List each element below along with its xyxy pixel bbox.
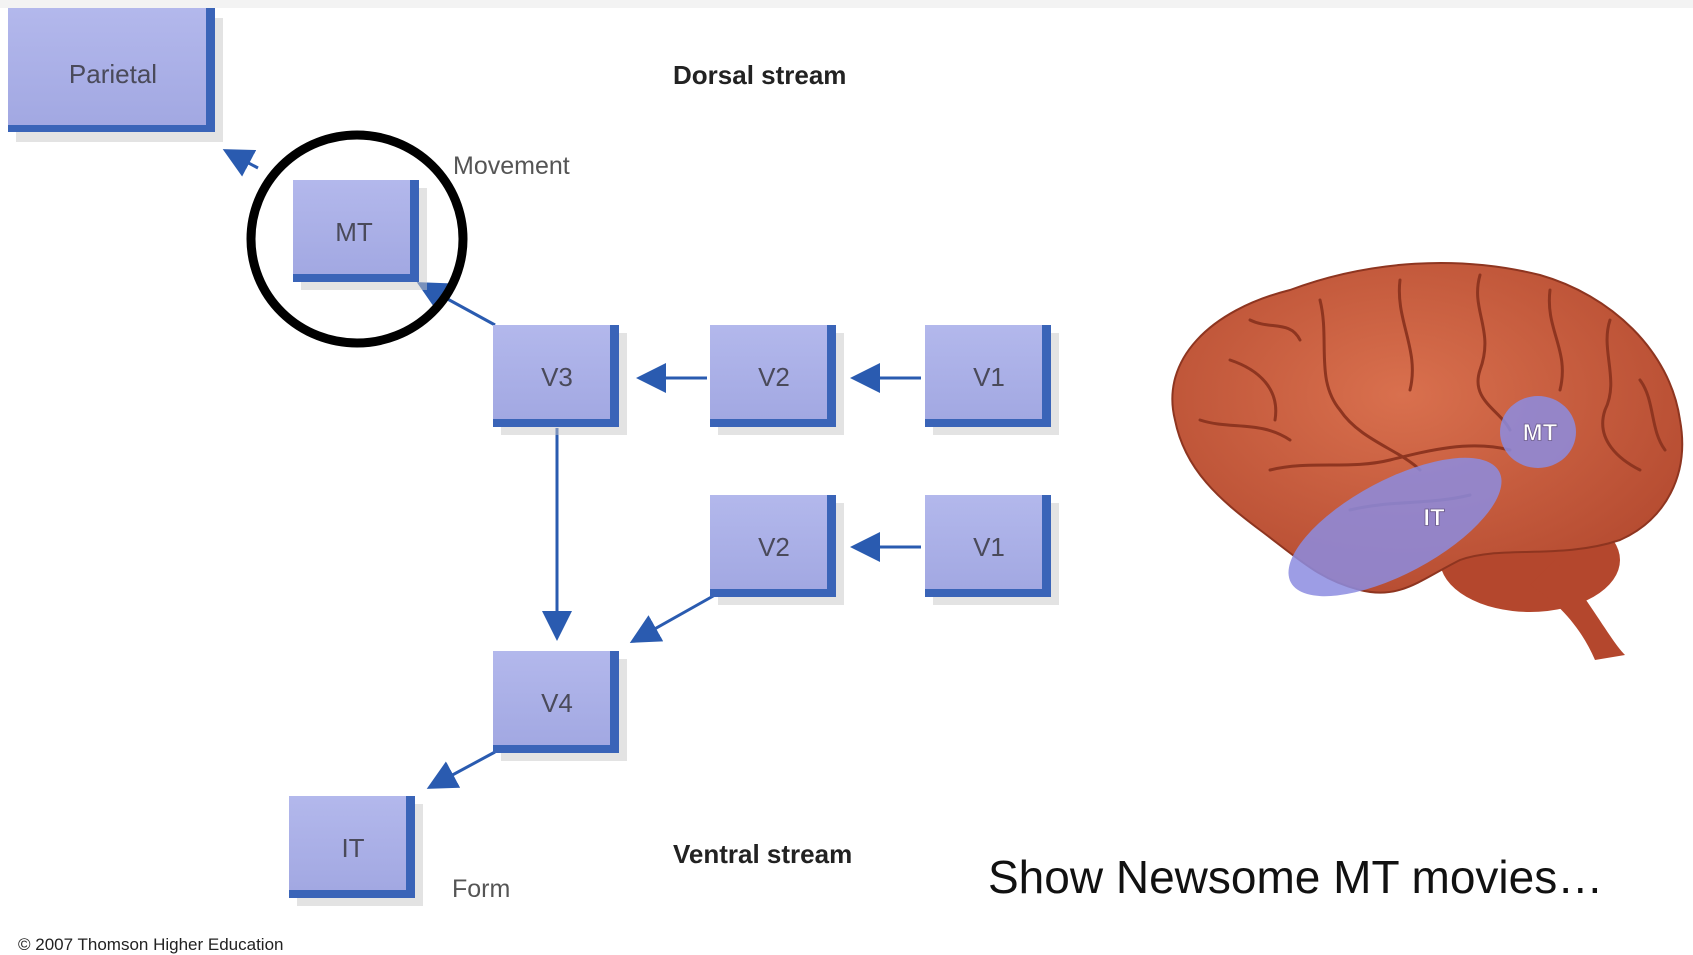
ventral-stream-title: Ventral stream <box>673 839 852 869</box>
brain-sulci <box>1198 273 1667 512</box>
form-label: Form <box>452 875 510 903</box>
arrow-v3-to-mt <box>416 282 496 327</box>
mt-region <box>1500 396 1576 468</box>
copyright-text: © 2007 Thomson Higher Education <box>18 935 283 954</box>
diagram-arrows <box>222 149 921 789</box>
arrow-v4-to-it <box>426 750 496 789</box>
v4-label: V4 <box>541 688 573 718</box>
v1-top-label: V1 <box>973 362 1005 392</box>
it-region <box>1288 457 1502 597</box>
v2-top-box: V2 <box>710 325 844 435</box>
v2-bottom-label: V2 <box>758 532 790 562</box>
caption-text: Show Newsome MT movies… <box>988 851 1603 903</box>
brain-mt-label: MT <box>1523 419 1558 446</box>
brainstem <box>1530 560 1625 660</box>
it-box: IT <box>289 796 423 906</box>
brain-it-label: IT <box>1423 504 1445 531</box>
mt-label: MT <box>335 217 373 247</box>
dorsal-stream-title: Dorsal stream <box>673 60 846 90</box>
v1-top-box: V1 <box>925 325 1059 435</box>
v4-box: V4 <box>493 651 627 761</box>
v3-label: V3 <box>541 362 573 392</box>
v1-bottom-label: V1 <box>973 532 1005 562</box>
v3-box: V3 <box>493 325 627 435</box>
v2-top-label: V2 <box>758 362 790 392</box>
brain-illustration: IT MT <box>1171 262 1684 660</box>
parietal-label: Parietal <box>69 59 157 89</box>
it-label: IT <box>341 833 364 863</box>
movement-label: Movement <box>453 152 570 180</box>
arrow-v2-to-v4 <box>629 593 716 643</box>
arrow-mt-to-parietal <box>222 149 259 177</box>
mt-box: MT <box>293 180 427 290</box>
v2-bottom-box: V2 <box>710 495 844 605</box>
parietal-box: Parietal <box>8 8 223 142</box>
v1-bottom-box: V1 <box>925 495 1059 605</box>
mt-highlight-circle <box>246 130 468 348</box>
